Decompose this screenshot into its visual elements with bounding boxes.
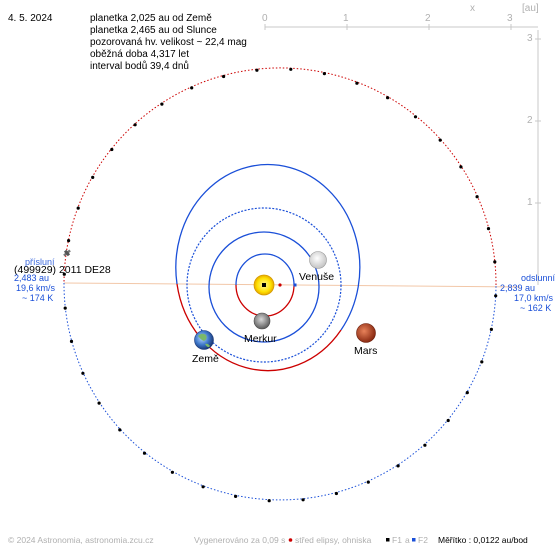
orbit-point: [489, 327, 493, 331]
earth-land: [198, 333, 210, 348]
y-tick-2: 2: [527, 115, 533, 126]
mars-icon: [356, 323, 376, 343]
orbit-point: [63, 306, 67, 310]
orbit-point: [234, 494, 238, 498]
mercury-icon: [253, 312, 271, 330]
mercury-orbit-above: [235, 253, 295, 286]
y-tick-3: 3: [527, 33, 533, 44]
orbit-point: [486, 227, 491, 231]
orbit-point: [493, 260, 497, 264]
info-line-sun-distance: planetka 2,465 au od Slunce: [90, 25, 217, 36]
unit-label: [au]: [522, 3, 539, 14]
orbit-point: [355, 81, 359, 85]
asteroid-orbit-near: [63, 67, 497, 286]
orbit-point: [301, 498, 305, 502]
aphelion-label: odslunní: [521, 273, 555, 283]
orbit-point: [190, 86, 194, 90]
orbit-point: [170, 470, 174, 474]
orbit-point: [459, 165, 463, 169]
orbit-point: [423, 443, 427, 447]
mars-orbit-above: [175, 163, 361, 331]
orbit-point: [133, 123, 137, 127]
asteroid-marker: [63, 249, 71, 257]
aphelion-speed: 17,0 km/s: [514, 293, 554, 303]
aphelion-distance: 2,839 au: [500, 283, 536, 293]
mars-orbit-below: [176, 283, 342, 372]
perihelion-temp: ~ 174 K: [22, 293, 54, 303]
orbit-point: [222, 74, 226, 79]
orbit-point: [201, 485, 205, 489]
orbit-point: [160, 102, 164, 106]
orbit-point: [334, 491, 338, 496]
legend-a-text: a: [405, 535, 410, 545]
x-tick-0: 0: [262, 13, 268, 24]
venus-orbit-below: [208, 286, 320, 343]
info-line-interval: interval bodů 39,4 dnů: [90, 61, 189, 72]
x-axis-label: x: [470, 3, 475, 14]
orbit-point: [67, 239, 71, 243]
earth-label: Země: [192, 353, 219, 365]
legend-f2-text: F2: [418, 535, 428, 545]
orbit-point: [413, 115, 418, 119]
orbit-point: [386, 96, 390, 100]
venus-icon: [309, 251, 327, 269]
orbit-point: [110, 147, 114, 152]
focus-f2-marker: [293, 283, 297, 287]
info-line-period: oběžná doba 4,317 let: [90, 49, 189, 60]
perihelion-label: přísluní: [25, 257, 55, 267]
orbit-point: [76, 206, 80, 210]
orbit-point: [142, 451, 147, 455]
orbit-point: [118, 428, 122, 432]
orbit-point: [480, 360, 484, 364]
mercury-label: Merkur: [244, 333, 277, 345]
aphelion-temp: ~ 162 K: [520, 303, 552, 313]
asteroid-name-label: (499929) 2011 DE28: [14, 264, 111, 276]
focus-f1-marker: [262, 283, 266, 287]
x-tick-2: 2: [425, 13, 431, 24]
info-line-magnitude: pozorovaná hv. velikost ~ 22,4 mag: [90, 37, 247, 48]
copyright-text: © 2024 Astronomia, astronomia.zcu.cz: [8, 535, 154, 545]
orbit-point: [494, 294, 498, 298]
legend-center-text: střed elipsy, ohniska: [295, 535, 372, 545]
orbit-point: [69, 339, 74, 343]
date-label: 4. 5. 2024: [8, 13, 53, 24]
x-tick-3: 3: [507, 13, 513, 24]
perihelion-speed: 19,6 km/s: [16, 283, 56, 293]
legend-f2-marker: [412, 538, 416, 542]
asteroid-orbit-far: [63, 282, 497, 501]
orbit-point: [267, 499, 271, 503]
legend-f1-text: F1: [392, 535, 402, 545]
orbit-point: [446, 418, 450, 423]
orbit-point: [322, 72, 326, 76]
mars-label: Mars: [354, 345, 377, 357]
orbit-point: [438, 138, 442, 142]
orbit-point: [97, 401, 101, 405]
apsis-line: [63, 282, 521, 288]
orbit-point: [81, 371, 85, 375]
generated-time: Vygenerováno za 0,09 s: [194, 535, 286, 545]
orbit-point: [465, 391, 469, 395]
legend-f1-marker: [386, 538, 390, 542]
orbit-point: [396, 464, 400, 468]
orbit-center-marker: [278, 283, 282, 287]
orbit-point: [91, 175, 95, 179]
scale-text: Měřítko : 0,0122 au/bod: [438, 535, 528, 545]
x-tick-1: 1: [343, 13, 349, 24]
orbit-point: [289, 67, 293, 71]
orbit-point: [255, 68, 259, 72]
orbit-point: [62, 272, 66, 276]
perihelion-distance: 2,483 au: [14, 273, 50, 283]
orbit-point: [366, 480, 370, 484]
venus-label: Venuše: [299, 271, 334, 283]
earth-orbit: [186, 207, 342, 363]
orbit-point: [475, 195, 479, 199]
legend-center-dot: [288, 538, 293, 542]
y-tick-1: 1: [527, 197, 533, 208]
info-line-earth-distance: planetka 2,025 au od Země: [90, 13, 212, 24]
